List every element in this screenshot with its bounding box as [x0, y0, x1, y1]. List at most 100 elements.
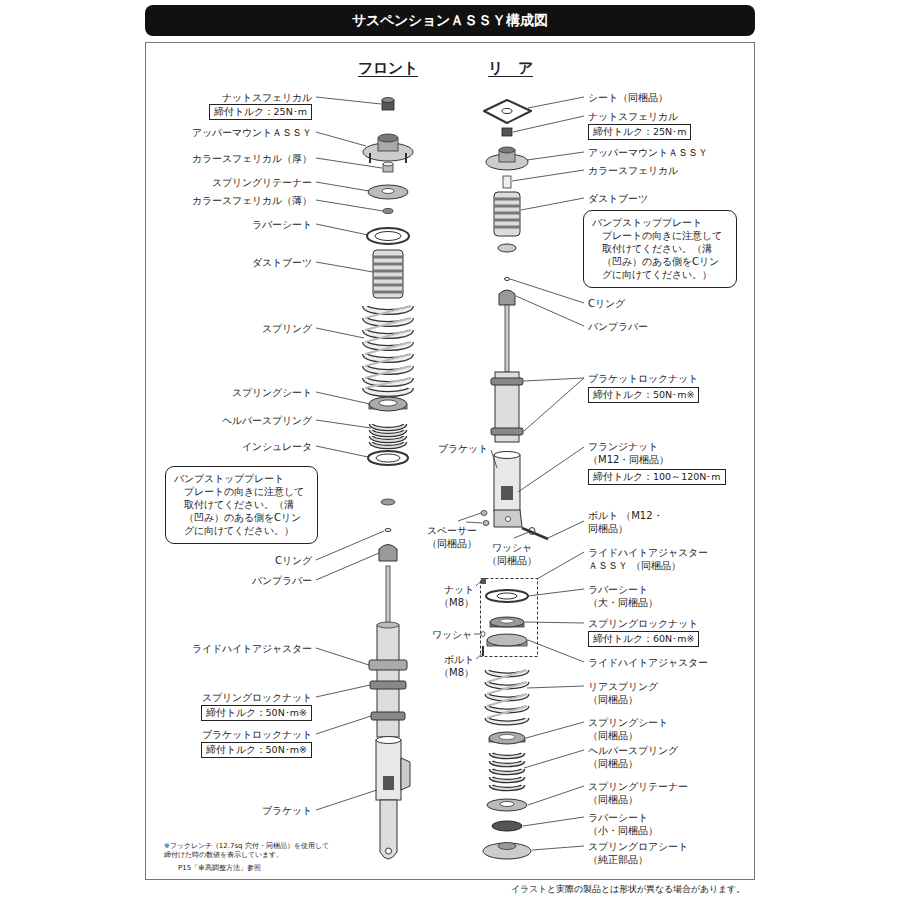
spring-retainer-hole — [500, 802, 514, 807]
part-label: カラースフェリカル — [588, 164, 678, 177]
part-label: ブラケットロックナット — [588, 372, 698, 385]
seat-plate — [484, 100, 531, 123]
rubber-sheet-large-inner — [497, 593, 517, 599]
callout-body: プレートの向きに注意して取付けてください。（溝（凹み）のある側をCリングに向けて… — [602, 229, 728, 281]
spring-lock-nut — [370, 681, 406, 689]
insulator — [368, 451, 408, 465]
c-ring — [385, 529, 391, 532]
part-label: ラバーシート （小・同梱品） — [588, 811, 664, 837]
main-spring-back — [365, 306, 411, 388]
piston-rod — [386, 566, 390, 626]
spring-lower-seat-boss — [498, 843, 516, 850]
part-label: リアスプリング （同梱品） — [588, 680, 664, 706]
torque-box: 締付トルク：50N･m※ — [201, 705, 312, 721]
part-label: ボルト （M8） — [435, 653, 474, 679]
rear-spring-back — [487, 670, 527, 718]
torque-value: 締付トルク：25N･m — [214, 106, 307, 117]
spring-retainer-hole — [382, 189, 394, 194]
bracket-top — [376, 737, 401, 744]
assy-dashed-box — [481, 579, 538, 657]
torque-box: 締付トルク：100～120N･m — [588, 469, 726, 485]
bump-stop-plate — [381, 499, 395, 505]
part-label: スプリングリテーナー — [212, 176, 312, 189]
part-label: ブラケットロックナット — [202, 728, 312, 741]
rubber-sheet-large — [486, 590, 528, 602]
callout-box: バンプストッププレートプレートの向きに注意して取付けてください。（溝（凹み）のあ… — [165, 466, 318, 544]
bracket-top — [494, 452, 520, 459]
bump-rubber — [499, 290, 515, 305]
upper-mount-studs — [370, 153, 406, 163]
part-label: ライドハイトアジャスター — [192, 642, 312, 655]
part-label: スプリングシート — [232, 386, 312, 399]
spring-lock-nut — [490, 617, 524, 627]
main-spring-coils — [365, 306, 411, 394]
callout-box: バンプストッププレートプレートの向きに注意して取付けてください。（溝（凹み）のあ… — [583, 210, 737, 288]
spring-seat — [369, 397, 407, 411]
rubber-sheet-inner — [375, 232, 401, 241]
frame — [146, 43, 755, 880]
spring-retainer — [487, 799, 527, 811]
helper-spring — [371, 424, 405, 447]
part-label: カラースフェリカル（厚） — [192, 152, 312, 165]
washer-m8 — [481, 632, 485, 637]
dust-boot — [494, 192, 520, 236]
nut-spherical-top — [382, 98, 394, 103]
part-label: ヘルパースプリング （同梱品） — [588, 744, 684, 770]
bump-stop-plate — [498, 244, 516, 252]
seat-plate-hole — [502, 109, 512, 114]
rear-spring — [487, 670, 527, 723]
collar-spherical — [503, 176, 511, 188]
column-heading: フロント — [358, 58, 418, 78]
part-label: スプリングロックナット — [202, 691, 312, 704]
main-spring — [365, 306, 411, 394]
bracket — [494, 455, 520, 511]
torque-value: 締付トルク：50N･m※ — [206, 707, 307, 718]
page-reference: P15「車高調整方法」参照 — [178, 864, 261, 873]
disclaimer: イラストと実際の製品とは形状が異なる場合があります。 — [511, 884, 745, 895]
torque-box: 締付トルク：60N･m※ — [588, 631, 699, 647]
collar-thick-top — [383, 162, 393, 166]
collar-thin — [383, 209, 393, 214]
part-label: ナット （M8） — [435, 583, 474, 609]
part-label: スプリングロアシート （純正部品） — [588, 840, 694, 866]
bracket-fork — [380, 800, 397, 859]
part-label: スプリングリテーナー （同梱品） — [588, 780, 694, 806]
helper-spring-light — [491, 753, 523, 789]
spacer — [481, 511, 487, 516]
part-label: ヘルパースプリング — [222, 414, 312, 427]
rear-leader-lines — [510, 97, 584, 850]
part-label: インシュレータ — [242, 440, 312, 453]
rubber-sheet-small — [492, 821, 522, 831]
bracket-badge — [501, 486, 513, 500]
spring-lower-seat — [483, 843, 531, 859]
torque-box: 締付トルク：25N･m — [209, 104, 312, 120]
torque-value: 締付トルク：25N･m — [593, 126, 686, 137]
part-label: ライドハイトアジャスター — [588, 656, 708, 669]
part-label: ブラケット — [262, 804, 312, 817]
part-label: スプリング — [262, 322, 312, 335]
torque-box: 締付トルク：50N･m※ — [588, 387, 699, 403]
part-label: ラバーシート — [252, 218, 312, 231]
torque-value: 締付トルク：50N･m※ — [206, 744, 307, 755]
ride-height-adjuster — [487, 634, 527, 646]
callout-heading: バンプストッププレート — [592, 216, 728, 229]
dust-boot — [373, 250, 403, 298]
bolt-m8 — [482, 646, 484, 656]
helper-spring — [491, 753, 523, 789]
bracket-hole — [506, 517, 511, 522]
spring-lock-nut-hole — [500, 619, 514, 623]
spring-retainer — [368, 185, 408, 199]
bracket-lock-nut — [371, 712, 405, 720]
bracket-lock-nut — [491, 428, 523, 435]
part-label: Cリング — [588, 297, 625, 310]
bracket-tab — [401, 758, 410, 790]
callout-heading: バンプストッププレート — [174, 472, 309, 485]
part-label: アッパーマウントＡＳＳＹ — [192, 126, 312, 139]
dust-boot-ribs — [494, 199, 520, 227]
nut-spherical — [502, 128, 512, 136]
helper-spring-light — [371, 424, 405, 447]
part-label: バンプラバー — [252, 574, 312, 587]
front-leader-lines — [316, 97, 384, 810]
